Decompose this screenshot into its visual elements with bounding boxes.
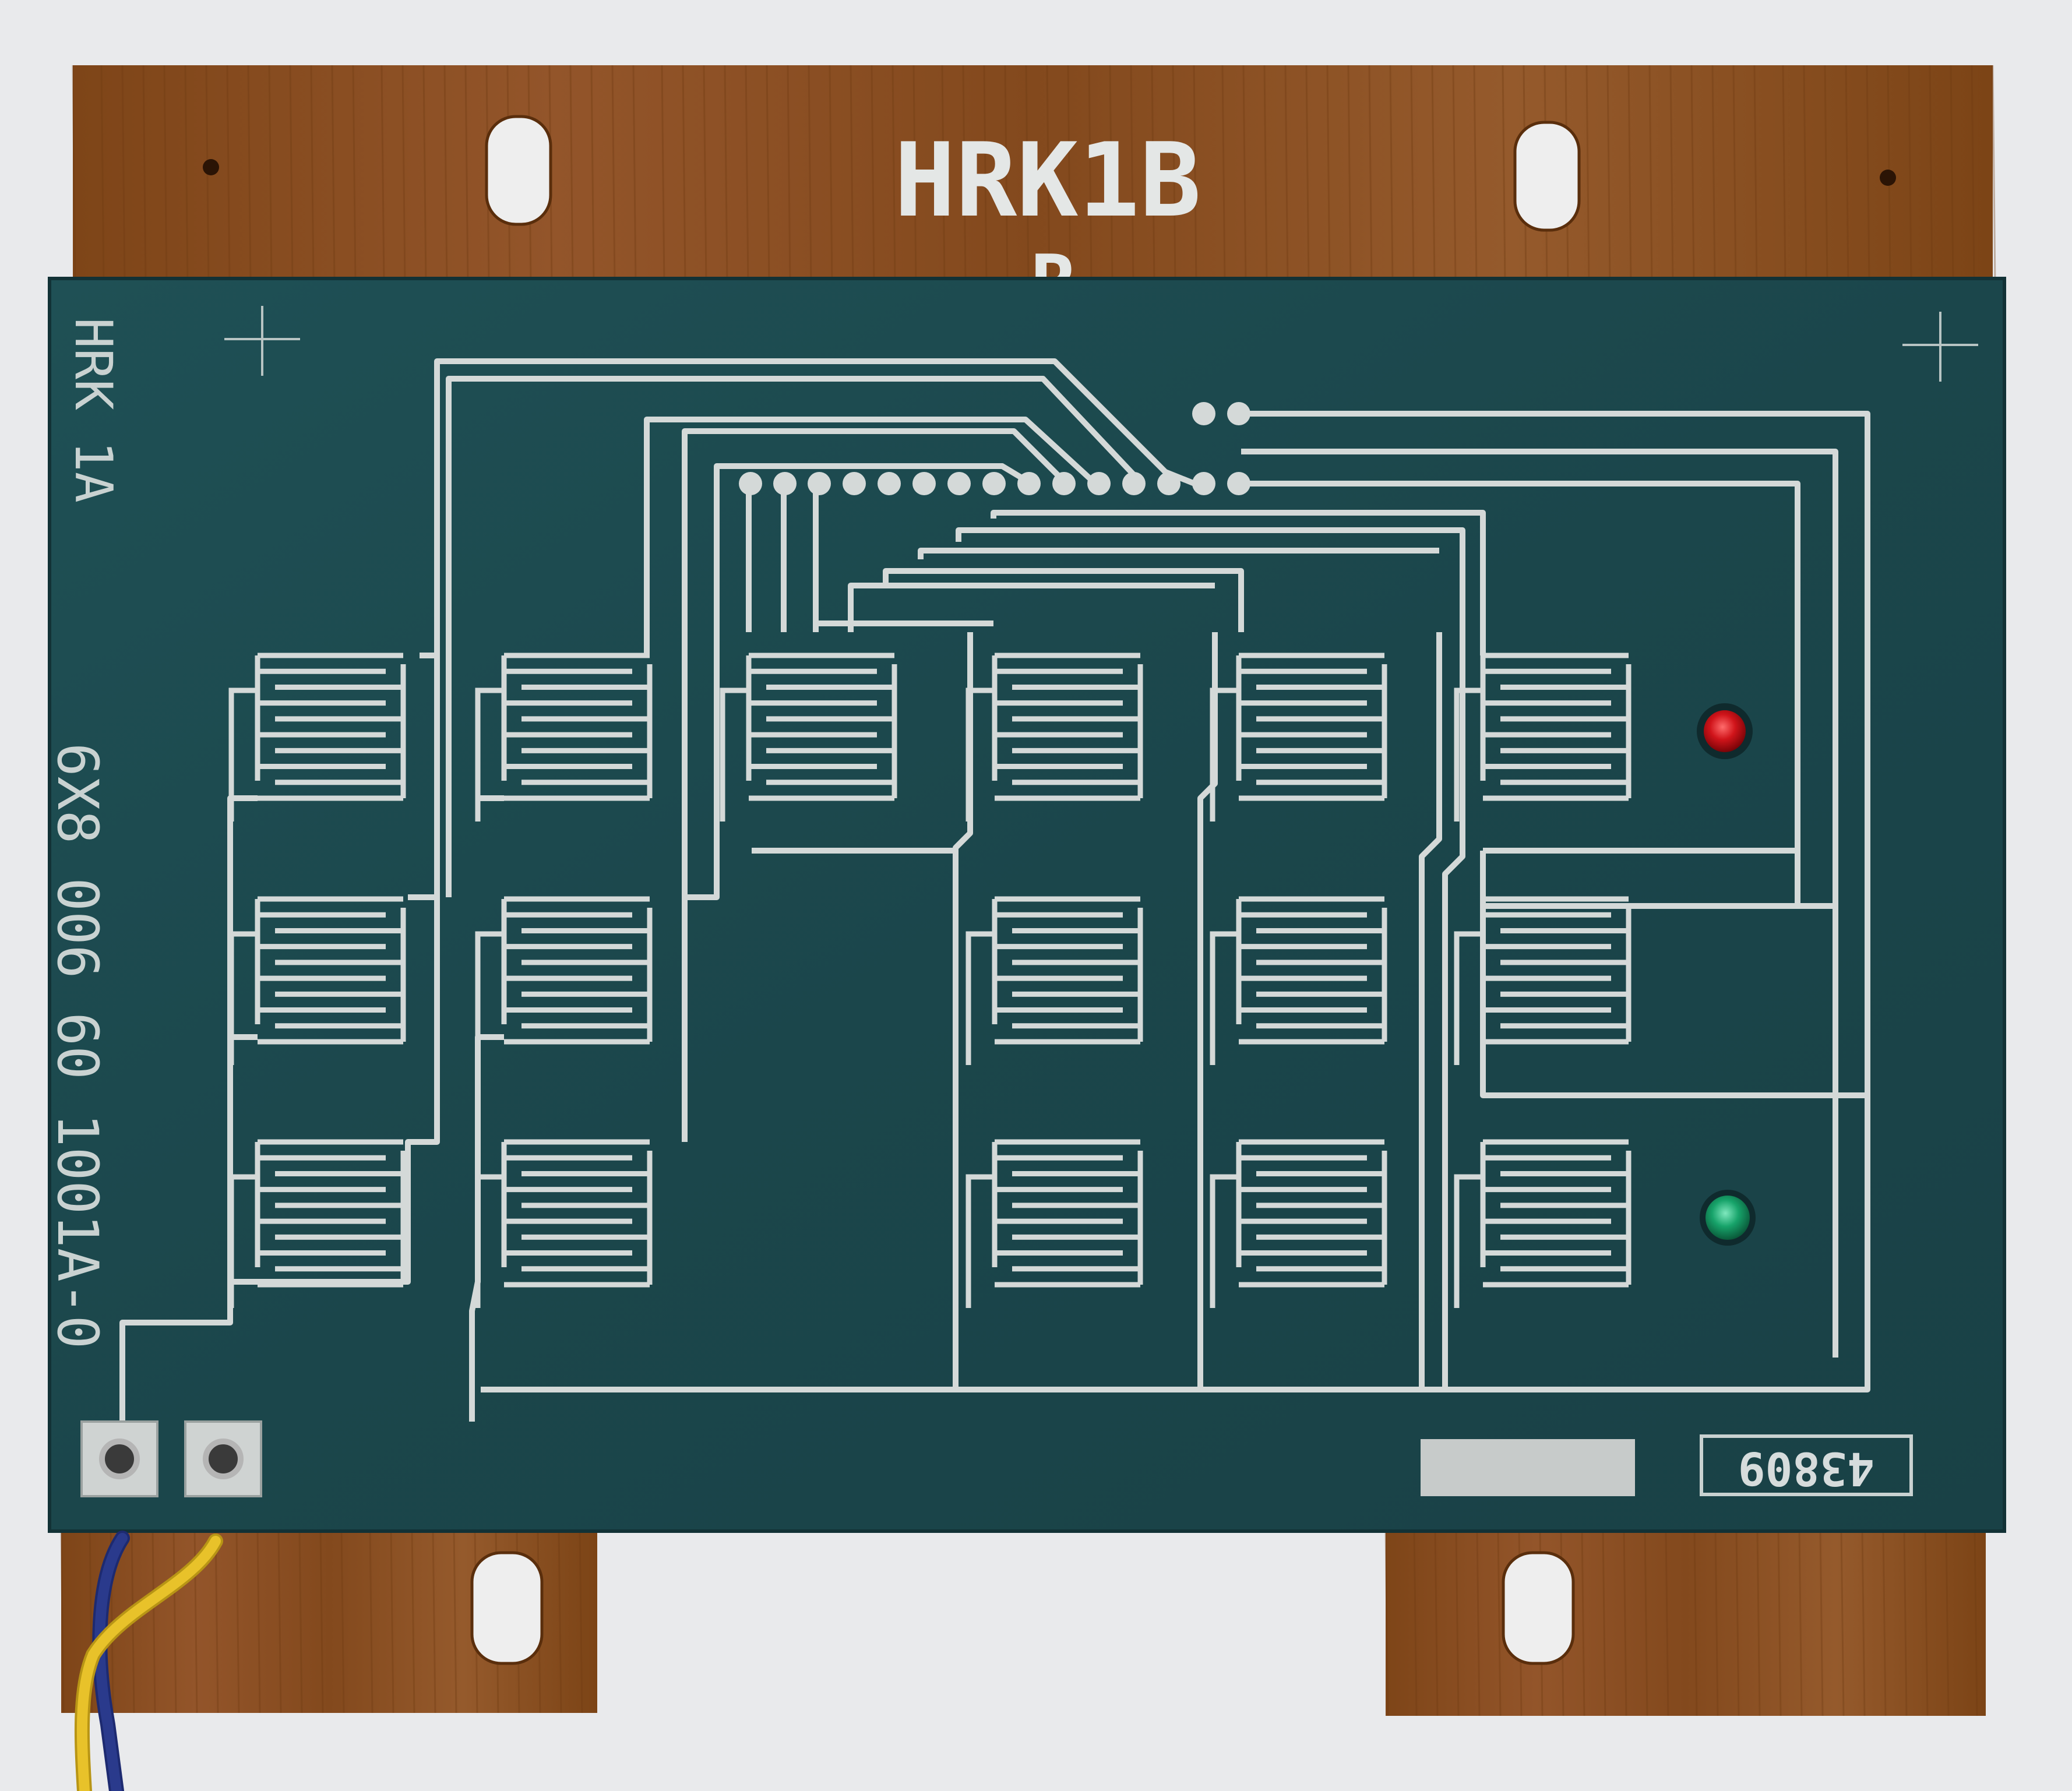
key-pad [228, 896, 406, 1065]
key-pad [475, 1139, 653, 1308]
pcb-traces [119, 358, 1870, 1422]
key-pad [1454, 1139, 1631, 1308]
keypad-matrix [228, 653, 1631, 1308]
backplate-top-strip [73, 65, 1993, 284]
key-pad [1210, 1139, 1387, 1308]
edge-connector [739, 402, 1250, 495]
key-pad [720, 653, 897, 822]
connector-pad [773, 472, 797, 495]
part-number: 6X8 006 60 1001A-0 [45, 743, 110, 1349]
mount-hole [203, 159, 219, 175]
connector-pad [878, 472, 901, 495]
mount-hole [1880, 170, 1896, 186]
serial-number: 43809 [1738, 1442, 1875, 1494]
solder-terminal [184, 1420, 262, 1497]
connector-pad [947, 472, 971, 495]
solder-terminal [80, 1420, 158, 1497]
key-pad [475, 896, 653, 1065]
connector-pad [1087, 472, 1111, 495]
connector-pad [1227, 472, 1250, 495]
connector-pad [1192, 472, 1215, 495]
key-pad [228, 1139, 406, 1308]
wires [74, 1531, 223, 1791]
mount-slot [485, 115, 552, 226]
serial-box [1700, 1434, 1913, 1496]
connector-pad [1227, 402, 1250, 425]
key-pad [228, 653, 406, 822]
backplate: HRK1B R [60, 65, 1996, 1716]
key-pad [1454, 653, 1631, 822]
key-pad [965, 653, 1143, 822]
mount-slot [1513, 121, 1581, 232]
key-pad [1210, 896, 1387, 1065]
top-label: HRK1B [894, 122, 1201, 240]
connector-pad [1122, 472, 1146, 495]
connector-pad [739, 472, 762, 495]
side-label: HRK 1A [64, 318, 124, 503]
key-pad [1210, 653, 1387, 822]
red-led [1697, 703, 1753, 759]
connector-pad [1017, 472, 1041, 495]
connector-pad [1157, 472, 1181, 495]
connector-pad [1052, 472, 1076, 495]
connector-pad [808, 472, 831, 495]
key-pad [965, 1139, 1143, 1308]
pcb-silkscreen: HRK 1A 6X8 006 60 1001A-0 43809 [45, 306, 1978, 1496]
connector-pad [982, 472, 1006, 495]
connector-pad [843, 472, 866, 495]
registration-mark [1902, 312, 1978, 382]
tinned-pad [1421, 1439, 1635, 1496]
key-pad [965, 896, 1143, 1065]
key-pad [475, 653, 653, 822]
backplate-bottom-right-tab [1386, 1529, 1986, 1716]
mount-slot [470, 1551, 544, 1665]
mount-slot [1502, 1551, 1575, 1665]
connector-pad [912, 472, 936, 495]
green-led [1700, 1190, 1756, 1246]
registration-mark [224, 306, 300, 376]
connector-pad [1192, 402, 1215, 425]
key-pad [1454, 896, 1631, 1065]
